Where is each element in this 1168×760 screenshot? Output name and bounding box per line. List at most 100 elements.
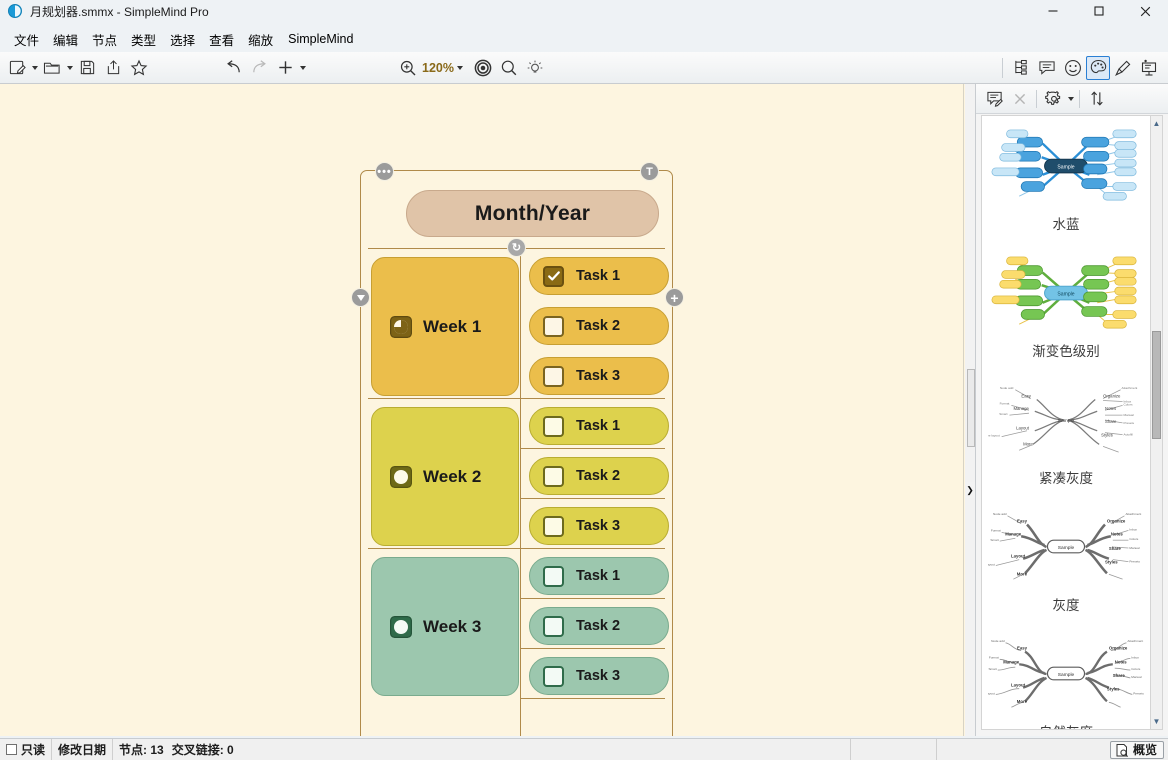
scroll-down-arrow-icon[interactable]: ▼ (1152, 717, 1161, 726)
checkbox-unchecked[interactable] (543, 315, 564, 337)
mindmap-divider (520, 249, 521, 736)
presentation-icon[interactable] (1136, 55, 1162, 81)
checkbox-unchecked[interactable] (543, 365, 564, 387)
svg-text:Free layout: Free layout (988, 563, 995, 567)
progress-pie-0-icon[interactable] (390, 615, 412, 638)
checkbox-unchecked[interactable] (543, 665, 564, 687)
node-week-2[interactable]: Week 2 (371, 407, 519, 546)
progress-pie-0-icon[interactable] (390, 465, 412, 488)
magnifier-plus-icon[interactable] (395, 55, 421, 81)
maximize-button[interactable] (1076, 0, 1122, 22)
star-icon[interactable] (126, 55, 152, 81)
sort-arrows-icon[interactable] (1084, 86, 1109, 111)
node-label: Month/Year (474, 201, 591, 225)
checkbox-checked[interactable] (543, 265, 564, 287)
add-node-caret[interactable] (298, 55, 307, 81)
folder-open-icon[interactable] (39, 55, 65, 81)
checkbox-unchecked[interactable] (543, 465, 564, 487)
close-icon[interactable] (1007, 86, 1032, 111)
node-task[interactable]: Task 3 (529, 357, 669, 395)
readonly-checkbox[interactable] (6, 744, 17, 755)
minimize-button[interactable] (1030, 0, 1076, 22)
menu-type[interactable]: 类型 (131, 33, 157, 48)
smiley-icon[interactable] (1060, 55, 1086, 81)
checkbox-unchecked[interactable] (543, 415, 564, 437)
close-button[interactable] (1122, 0, 1168, 22)
new-document-caret[interactable] (30, 55, 39, 81)
mindmap-divider (520, 448, 665, 449)
gear-icon[interactable] (1041, 86, 1066, 111)
style-item-gradient[interactable]: Sample (982, 243, 1150, 370)
svg-text:More: More (1017, 571, 1028, 576)
node-collapse-handle[interactable] (351, 288, 370, 307)
menu-select[interactable]: 选择 (170, 33, 196, 48)
node-week-1[interactable]: Week 1 (371, 257, 519, 396)
node-text-handle[interactable]: T (640, 162, 659, 181)
node-task[interactable]: Task 1 (529, 407, 669, 445)
zoom-level-label[interactable]: 120% (422, 60, 454, 75)
svg-text:Attachment: Attachment (1125, 512, 1141, 516)
menu-node[interactable]: 节点 (92, 33, 118, 48)
progress-pie-75-icon[interactable] (390, 315, 412, 338)
export-share-icon[interactable] (100, 55, 126, 81)
new-document-icon[interactable] (4, 55, 30, 81)
checkbox-unchecked[interactable] (543, 515, 564, 537)
node-task[interactable]: Task 2 (529, 307, 669, 345)
plus-icon[interactable] (272, 55, 298, 81)
menu-edit[interactable]: 编辑 (53, 33, 79, 48)
svg-text:Easy: Easy (1021, 394, 1031, 399)
menu-zoom[interactable]: 缩放 (248, 33, 274, 48)
lightbulb-icon[interactable] (522, 55, 548, 81)
zoom-level-caret[interactable] (456, 55, 465, 81)
node-add-handle[interactable]: + (665, 288, 684, 307)
style-item-blue[interactable]: Sample (982, 116, 1150, 243)
svg-text:Notes: Notes (1105, 406, 1116, 411)
save-disk-icon[interactable] (74, 55, 100, 81)
node-task[interactable]: Task 2 (529, 457, 669, 495)
menu-file[interactable]: 文件 (14, 33, 40, 48)
palette-icon[interactable] (1086, 55, 1110, 80)
collapse-right-icon[interactable]: ❯ (965, 482, 975, 498)
magnifier-icon[interactable] (496, 55, 522, 81)
node-more-handle[interactable]: ••• (375, 162, 394, 181)
undo-arrow-icon[interactable] (220, 55, 246, 81)
overview-button[interactable]: 概览 (1109, 740, 1164, 759)
canvas-vertical-scrollbar[interactable] (965, 84, 975, 736)
note-bubble-icon[interactable] (1034, 55, 1060, 81)
outline-tree-icon[interactable] (1008, 55, 1034, 81)
svg-text:More: More (1017, 699, 1028, 704)
edit-style-icon[interactable] (982, 86, 1007, 111)
scrollbar-thumb[interactable] (967, 369, 975, 447)
svg-text:Free layout: Free layout (988, 691, 995, 695)
target-rings-icon[interactable] (470, 55, 496, 81)
node-task[interactable]: Task 1 (529, 257, 669, 295)
mindmap-canvas[interactable]: Month/Year ••• T + ↻ (0, 84, 963, 736)
svg-text:Organize: Organize (1109, 646, 1128, 651)
node-rotate-handle[interactable]: ↻ (507, 238, 526, 257)
checkbox-unchecked[interactable] (543, 615, 564, 637)
modified-date-cell[interactable]: 修改日期 (52, 739, 114, 760)
node-week-3[interactable]: Week 3 (371, 557, 519, 696)
menu-simplemind[interactable]: SimpleMind (288, 32, 354, 46)
style-panel-scrollbar[interactable]: ▲ ▼ (1150, 115, 1163, 730)
node-month-year[interactable]: Month/Year (406, 190, 659, 237)
folder-open-caret[interactable] (65, 55, 74, 81)
node-task[interactable]: Task 1 (529, 557, 669, 595)
more-dots-icon: ••• (377, 165, 392, 178)
checkbox-unchecked[interactable] (543, 565, 564, 587)
node-task[interactable]: Task 2 (529, 607, 669, 645)
style-list[interactable]: Sample (981, 115, 1151, 730)
scroll-up-arrow-icon[interactable]: ▲ (1152, 119, 1161, 128)
chevron-down-icon[interactable] (1066, 86, 1075, 112)
node-task[interactable]: Task 3 (529, 507, 669, 545)
overview-magnify-icon (1116, 743, 1128, 757)
paintbrush-icon[interactable] (1110, 55, 1136, 81)
menu-view[interactable]: 查看 (209, 33, 235, 48)
node-task[interactable]: Task 3 (529, 657, 669, 695)
scrollbar-thumb[interactable] (1152, 331, 1161, 439)
readonly-toggle[interactable]: 只读 (0, 739, 53, 760)
